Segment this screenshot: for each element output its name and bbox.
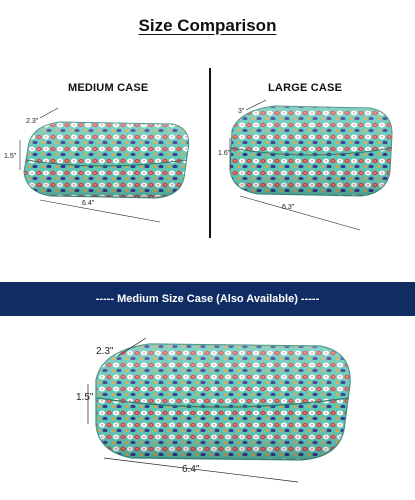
large-dimension-lines xyxy=(229,99,361,231)
section-divider xyxy=(209,68,211,238)
large-case-label: LARGE CASE xyxy=(268,82,343,94)
bottom-dimension-lines xyxy=(87,337,299,483)
banner-text: ----- Medium Size Case (Also Available) … xyxy=(95,293,320,305)
large-case-image xyxy=(229,105,393,197)
page-title: Size Comparison xyxy=(138,16,277,35)
bottom-length-dimension: 6.4" xyxy=(182,464,200,475)
bottom-height-dimension: 1.5" xyxy=(76,392,94,403)
banner: ----- Medium Size Case (Also Available) … xyxy=(0,282,415,316)
medium-depth-dimension: 2.3" xyxy=(26,118,39,125)
medium-dimension-lines xyxy=(19,107,161,223)
medium-height-dimension: 1.5" xyxy=(4,153,17,160)
medium-case-image xyxy=(23,121,190,199)
bottom-case-image xyxy=(95,343,351,461)
medium-length-dimension: 6.4" xyxy=(82,200,95,207)
bottom-depth-dimension: 2.3" xyxy=(96,346,114,357)
medium-case-label: MEDIUM CASE xyxy=(68,82,149,94)
large-length-dimension: 6.3" xyxy=(282,204,295,211)
large-depth-dimension: 3" xyxy=(238,108,245,115)
large-height-dimension: 1.6" xyxy=(218,150,231,157)
